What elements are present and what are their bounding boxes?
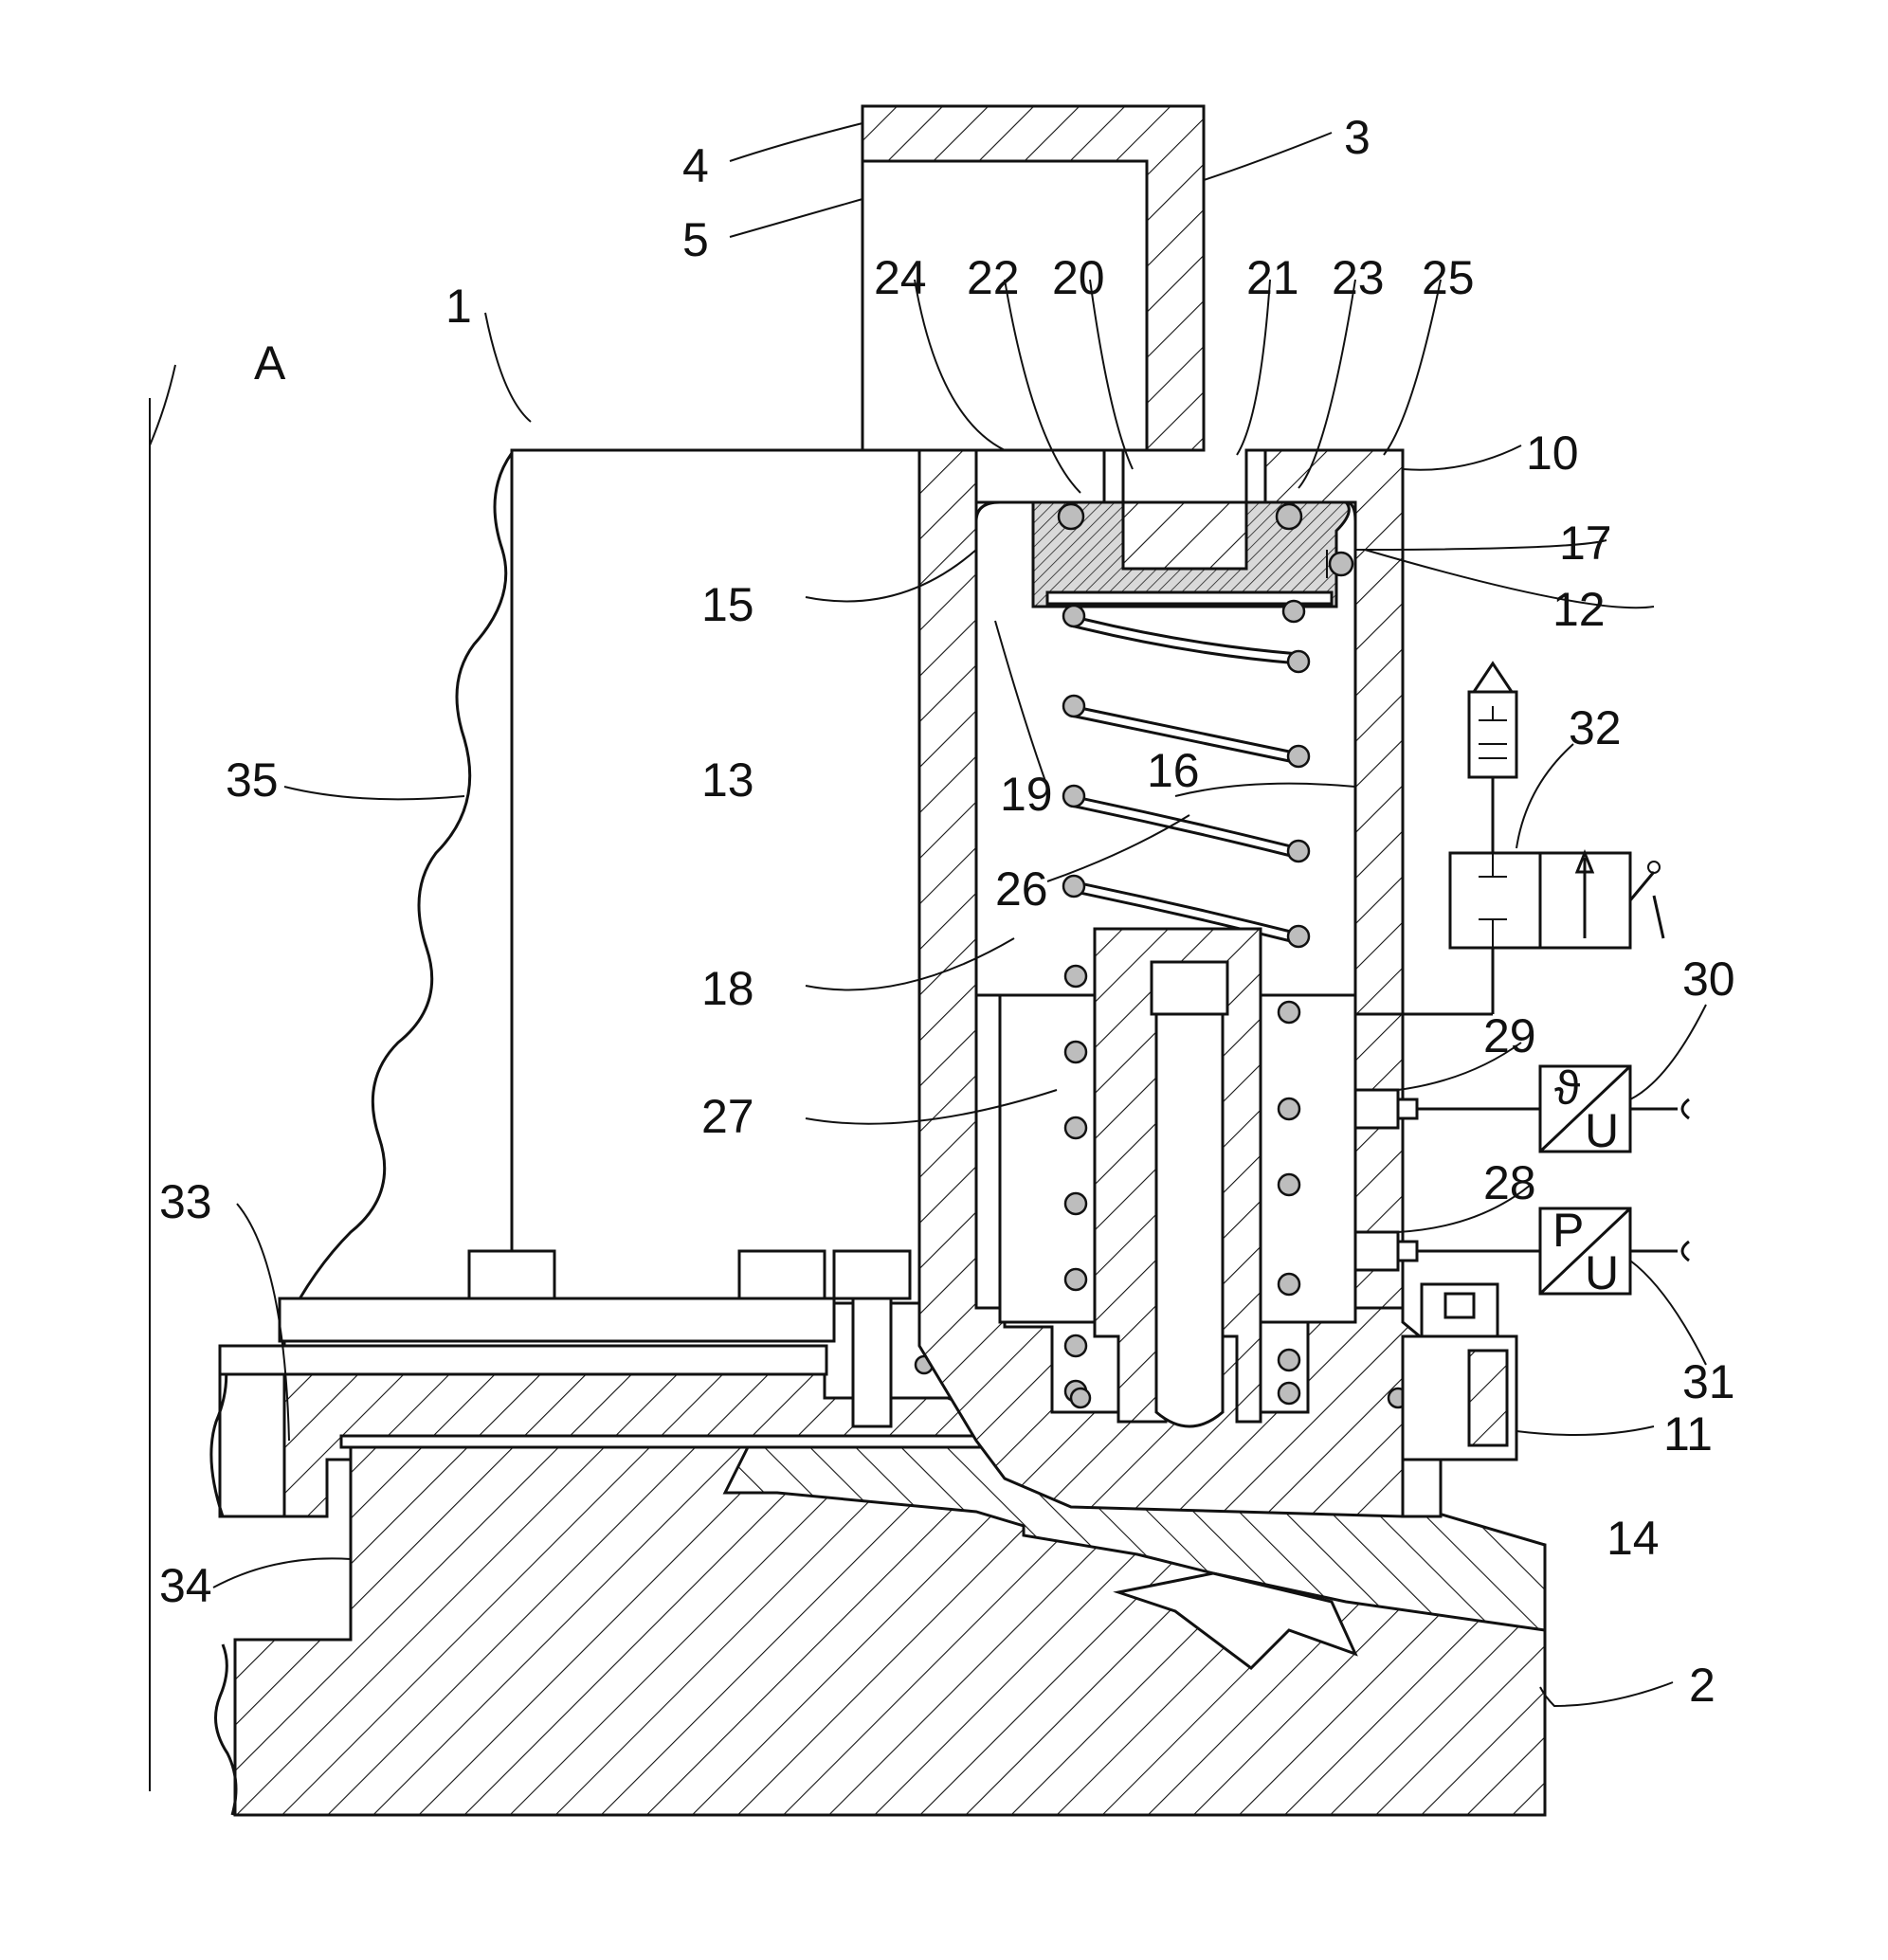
- label-5: 5: [682, 213, 709, 266]
- label-10: 10: [1526, 426, 1579, 480]
- label-34: 34: [159, 1559, 212, 1612]
- temperature-transducer: ϑ U: [1540, 1062, 1689, 1157]
- label-28: 28: [1483, 1156, 1536, 1209]
- label-23: 23: [1332, 251, 1385, 304]
- fitting-11: [1403, 1284, 1516, 1516]
- transducer-temp-top: ϑ: [1554, 1062, 1580, 1115]
- label-31: 31: [1682, 1355, 1735, 1408]
- transducer-temp-bottom: U: [1585, 1104, 1619, 1157]
- label-11: 11: [1663, 1407, 1713, 1461]
- label-15: 15: [701, 578, 754, 631]
- label-30: 30: [1682, 953, 1735, 1006]
- label-a: A: [254, 336, 286, 390]
- transducer-pressure-top: P: [1552, 1204, 1584, 1257]
- label-35: 35: [226, 753, 279, 807]
- label-14: 14: [1607, 1512, 1660, 1565]
- label-29: 29: [1483, 1009, 1536, 1062]
- electronics-module-35: [220, 450, 933, 1426]
- label-19: 19: [1000, 768, 1053, 821]
- label-24: 24: [874, 251, 927, 304]
- pressure-transducer: P U: [1540, 1204, 1689, 1299]
- label-32: 32: [1569, 701, 1622, 754]
- label-18: 18: [701, 962, 754, 1015]
- label-33: 33: [159, 1175, 212, 1228]
- label-21: 21: [1246, 251, 1299, 304]
- label-22: 22: [967, 251, 1020, 304]
- label-16: 16: [1147, 744, 1200, 797]
- sensor-28: [1355, 1232, 1540, 1270]
- label-13: 13: [701, 753, 754, 807]
- transducer-pressure-bottom: U: [1585, 1246, 1619, 1299]
- label-1: 1: [445, 280, 472, 333]
- label-3: 3: [1344, 111, 1371, 164]
- label-12: 12: [1552, 583, 1606, 636]
- label-26: 26: [995, 862, 1048, 916]
- label-27: 27: [701, 1090, 754, 1143]
- sensor-29: [1355, 1090, 1540, 1128]
- piston-15: [1033, 502, 1352, 607]
- label-4: 4: [682, 139, 709, 192]
- label-20: 20: [1052, 251, 1105, 304]
- label-25: 25: [1422, 251, 1475, 304]
- label-2: 2: [1689, 1659, 1716, 1712]
- label-17: 17: [1559, 517, 1612, 570]
